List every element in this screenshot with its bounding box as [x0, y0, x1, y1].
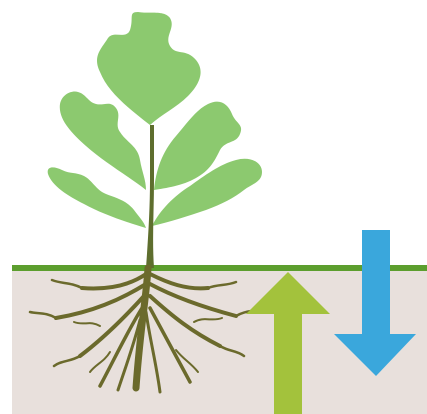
plant-stem	[146, 125, 154, 268]
plant-icon	[48, 12, 262, 228]
